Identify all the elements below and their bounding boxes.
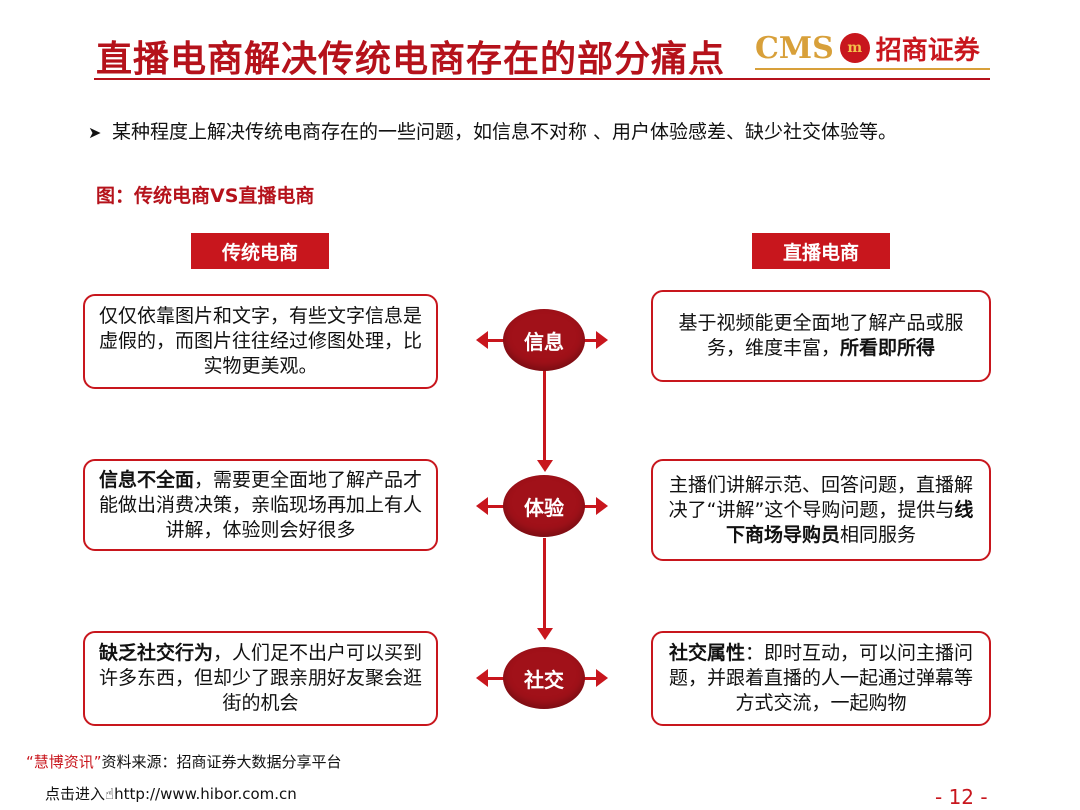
right-column-header: 直播电商 [752, 233, 890, 269]
arrow-right-icon [596, 669, 608, 687]
watermark-brand: “慧博资讯” [26, 753, 102, 771]
right-box-info: 基于视频能更全面地了解产品或服务，维度丰富，所看即所得 [651, 290, 991, 382]
left-box-social: 缺乏社交行为，人们足不出户可以买到许多东西，但却少了跟亲朋好友聚会逛街的机会 [83, 631, 438, 726]
watermark-source-text: 资料来源：招商证券大数据分享平台 [101, 753, 342, 771]
left-box-info: 仅仅依靠图片和文字，有些文字信息是虚假的，而图片往往经过修图处理，比实物更美观。 [83, 294, 438, 389]
row-label-info: 信息 [503, 309, 585, 371]
arrow-left-icon [476, 331, 488, 349]
arrow-down-icon [537, 460, 553, 472]
logo-name: 招商证券 [875, 35, 980, 66]
left-box-text: 信息不全面，需要更全面地了解产品才能做出消费决策，亲临现场再加上有人讲解，体验则… [98, 468, 423, 541]
right-box-text: 社交属性：即时互动，可以问主播问题，并跟着直播的人一起通过弹幕等方式交流，一起购… [668, 642, 974, 714]
cms-logo: CMS m 招商证券 [755, 28, 980, 68]
row-label-experience: 体验 [503, 475, 585, 537]
page-number: - 12 - [935, 785, 988, 809]
summary-bullet: ➤ 某种程度上解决传统电商存在的一些问题，如信息不对称 、用户体验感差、缺少社交体… [88, 117, 897, 144]
page-title: 直播电商解决传统电商存在的部分痛点 [96, 39, 726, 80]
watermark-link[interactable]: http://www.hibor.com.cn [114, 785, 297, 803]
logo-seal-icon: m [839, 33, 870, 63]
right-box-experience: 主播们讲解示范、回答问题，直播解决了“讲解”这个导购问题，提供与线下商场导购员相… [651, 459, 991, 561]
logo-underline [755, 68, 990, 70]
watermark-source: “慧博资讯”资料来源：招商证券大数据分享平台 [26, 751, 342, 772]
row-label-social: 社交 [503, 647, 585, 709]
summary-text: 某种程度上解决传统电商存在的一些问题，如信息不对称 、用户体验感差、缺少社交体验… [112, 121, 898, 143]
arrow-right-icon [596, 497, 608, 515]
title-underline [94, 78, 990, 80]
arrow-down-icon [537, 628, 553, 640]
arrow-left-icon [476, 669, 488, 687]
left-column-header: 传统电商 [191, 233, 329, 269]
left-box-text: 仅仅依靠图片和文字，有些文字信息是虚假的，而图片往往经过修图处理，比实物更美观。 [98, 305, 422, 377]
arrow-left-icon [476, 497, 488, 515]
logo-latin: CMS [755, 30, 834, 66]
pointer-hand-icon: ☝ [105, 785, 115, 803]
left-box-experience: 信息不全面，需要更全面地了解产品才能做出消费决策，亲临现场再加上有人讲解，体验则… [83, 459, 438, 551]
arrow-right-icon [596, 331, 608, 349]
right-box-text: 主播们讲解示范、回答问题，直播解决了“讲解”这个导购问题，提供与线下商场导购员相… [668, 473, 974, 546]
watermark-prefix: 点击进入 [45, 785, 106, 803]
right-box-text: 基于视频能更全面地了解产品或服务，维度丰富，所看即所得 [678, 312, 964, 359]
bullet-arrow-icon: ➤ [88, 123, 102, 142]
connector-line [543, 538, 546, 630]
watermark-link-line: 点击进入☝http://www.hibor.com.cn [45, 783, 297, 804]
left-box-text: 缺乏社交行为，人们足不出户可以买到许多东西，但却少了跟亲朋好友聚会逛街的机会 [98, 642, 423, 714]
connector-line [543, 370, 546, 462]
figure-caption: 图：传统电商VS直播电商 [96, 185, 315, 207]
right-box-social: 社交属性：即时互动，可以问主播问题，并跟着直播的人一起通过弹幕等方式交流，一起购… [651, 631, 991, 726]
